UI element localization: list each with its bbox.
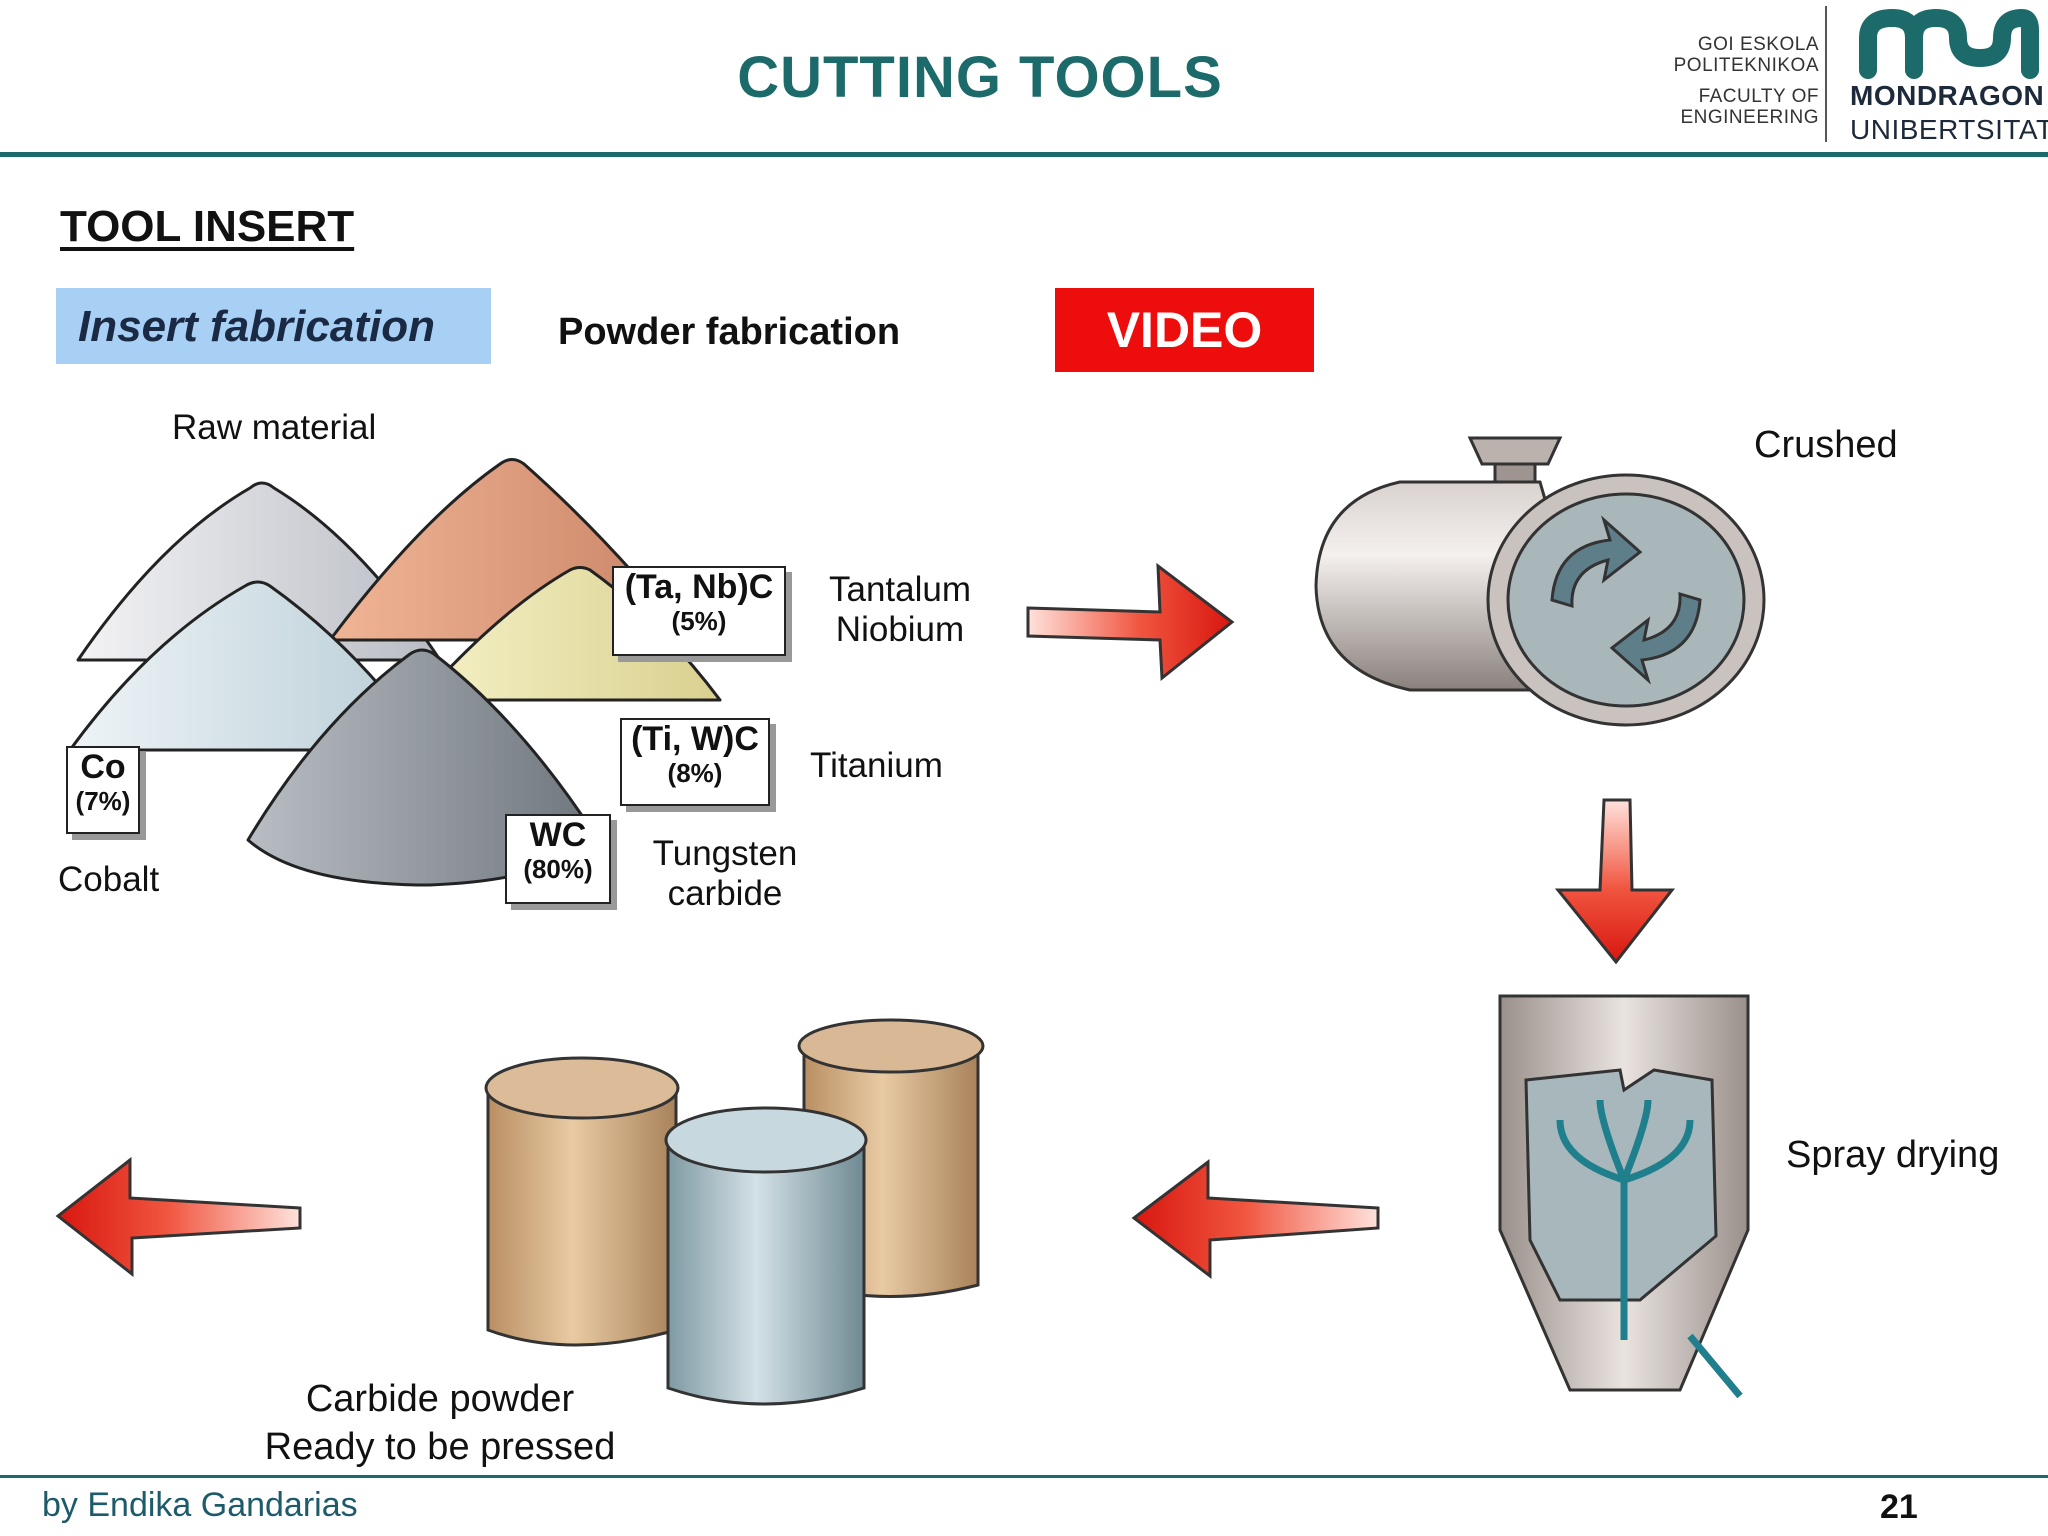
- tag-ta-nb-symbol: (Ta, Nb)C: [624, 568, 774, 606]
- tantalum-label: Tantalum: [828, 570, 972, 609]
- page-title: CUTTING TOOLS: [737, 45, 1223, 110]
- logo-text-engineering: ENGINEERING: [1680, 107, 1819, 128]
- logo-brand-mondragon: MONDRAGON: [1850, 80, 2045, 111]
- arrow-left-icon-left: [55, 1156, 302, 1278]
- logo-divider: [1825, 6, 1827, 142]
- powder-fabrication-label: Powder fabrication: [558, 311, 901, 353]
- arrow-right-icon: [1026, 562, 1235, 681]
- logo-text-goi-eskola: GOI ESKOLA: [1697, 34, 1819, 55]
- ready-to-press-label: Ready to be pressed: [264, 1426, 616, 1468]
- header-divider: [0, 152, 2048, 157]
- tungsten-label: Tungsten: [652, 834, 798, 873]
- logo-brand-unibertsitatea: UNIBERTSITATEA: [1850, 114, 2048, 145]
- video-button[interactable]: VIDEO: [1055, 288, 1314, 372]
- logo-text-faculty: FACULTY OF: [1698, 86, 1819, 107]
- page-number: 21: [1880, 1488, 1918, 1526]
- crushed-label: Crushed: [1754, 424, 1898, 466]
- powder-cones: [68, 458, 722, 887]
- titanium-label: Titanium: [810, 746, 943, 785]
- insert-fabrication-label[interactable]: Insert fabrication: [78, 302, 435, 351]
- logo-text-politeknikoa: POLITEKNIKOA: [1673, 55, 1819, 76]
- tag-ta-nb-percent: (5%): [671, 606, 727, 636]
- tag-wc: WC (80%): [505, 814, 611, 904]
- raw-material-caption: Raw material: [172, 408, 377, 447]
- insert-fabrication-tab[interactable]: [56, 288, 491, 364]
- arrow-left-icon-middle: [1131, 1158, 1380, 1280]
- tag-wc-percent: (80%): [523, 854, 593, 884]
- carbide-cans: [484, 1018, 985, 1406]
- footer-divider: [0, 1475, 2048, 1478]
- tag-co-percent: (7%): [75, 786, 131, 816]
- spray-dryer: [1498, 994, 1750, 1399]
- author-credit: by Endika Gandarias: [42, 1486, 358, 1524]
- cobalt-label: Cobalt: [58, 860, 160, 899]
- carbide-label: carbide: [667, 874, 783, 913]
- tag-wc-symbol: WC: [529, 816, 587, 854]
- section-heading: TOOL INSERT: [60, 202, 355, 251]
- tag-ti-w: (Ti, W)C (8%): [620, 718, 770, 806]
- tag-ti-w-symbol: (Ti, W)C: [631, 720, 759, 758]
- niobium-label: Niobium: [835, 610, 965, 649]
- tag-co-symbol: Co: [80, 748, 126, 786]
- tag-ti-w-percent: (8%): [667, 758, 723, 788]
- crusher-drum: [1314, 436, 1766, 727]
- arrow-down-icon: [1554, 798, 1676, 965]
- carbide-powder-label: Carbide powder: [305, 1378, 575, 1420]
- tag-ta-nb: (Ta, Nb)C (5%): [612, 566, 786, 656]
- mondragon-logo-icon: [1859, 8, 2039, 79]
- tag-co: Co (7%): [66, 746, 140, 834]
- spray-drying-label: Spray drying: [1786, 1134, 2000, 1176]
